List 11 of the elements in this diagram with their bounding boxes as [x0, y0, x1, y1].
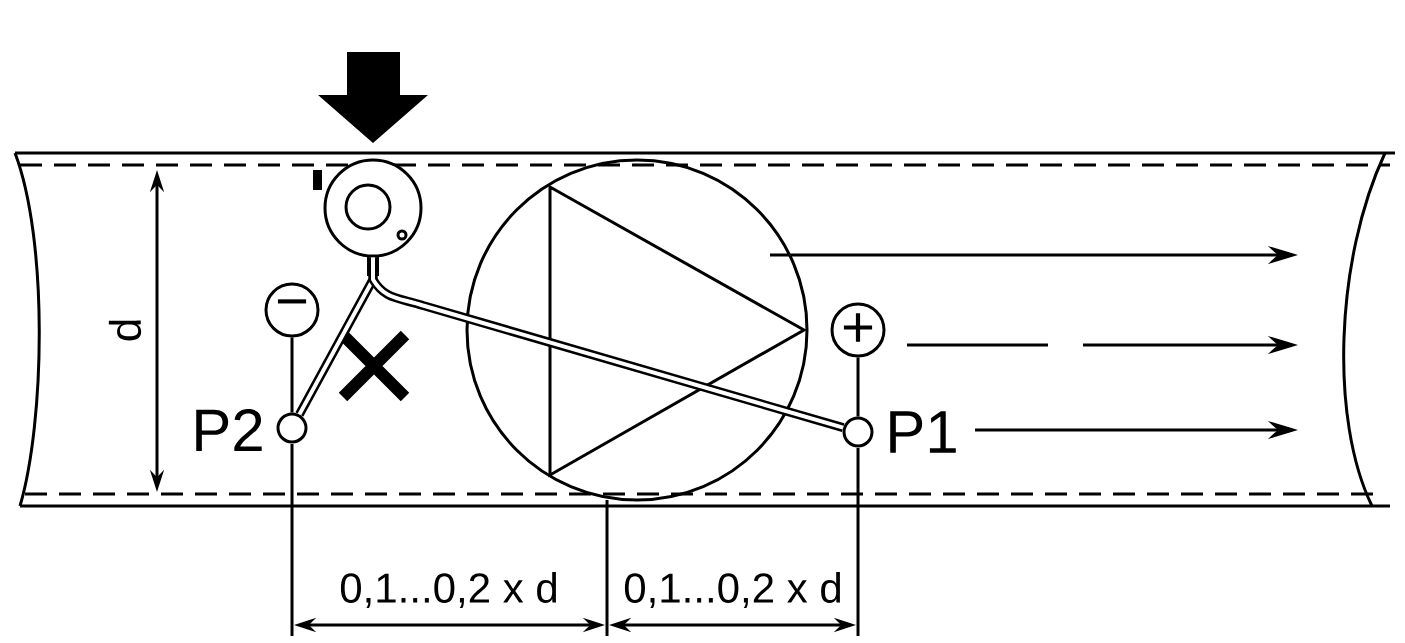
tap-label: P1 — [890, 411, 956, 453]
pressure-tap — [842, 416, 874, 448]
sensor-drawing — [313, 158, 423, 277]
dimension-label: 0,1...0,2 x d — [340, 572, 556, 608]
tap-label: P2 — [196, 409, 262, 451]
dimension-label: 0,1...0,2 x d — [624, 572, 840, 608]
pressure-tap — [276, 412, 308, 444]
tube-line — [368, 257, 845, 432]
connector-line — [290, 337, 294, 413]
connector-line — [856, 357, 860, 417]
dimension-label: d — [108, 320, 142, 341]
